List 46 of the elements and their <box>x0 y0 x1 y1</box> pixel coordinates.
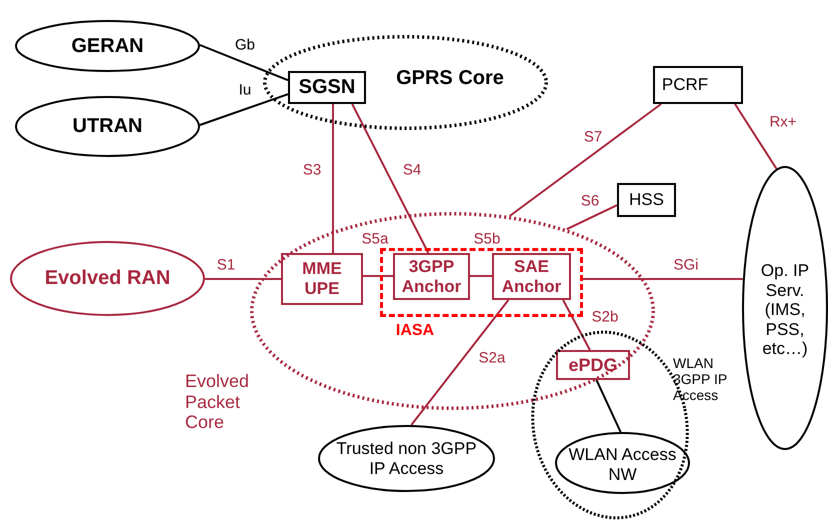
connector-line <box>566 204 618 230</box>
connector-line <box>583 278 743 280</box>
node-label: GERAN <box>71 34 144 58</box>
node-box <box>393 253 470 300</box>
connector-line <box>509 103 662 217</box>
node-label: ePDG <box>568 354 618 376</box>
node-label: HSS <box>629 190 664 210</box>
connector-line <box>410 299 510 426</box>
connector-line <box>351 104 430 254</box>
node-label: WLAN Access NW <box>568 445 678 485</box>
domain-ellipse <box>263 35 548 130</box>
connector-line <box>470 275 492 277</box>
node-label: Evolved Packet Core <box>185 370 250 434</box>
node-label: WLAN 3GPP IP Access <box>673 354 728 404</box>
node-box <box>617 183 676 217</box>
connector-line <box>596 380 622 432</box>
connector-line <box>562 300 591 350</box>
connector-line <box>332 104 334 253</box>
node-label: GPRS Core <box>396 66 504 90</box>
network-ellipse <box>318 425 495 492</box>
network-ellipse <box>15 20 200 72</box>
connector-line <box>363 275 393 277</box>
node-box <box>281 253 363 305</box>
network-ellipse <box>15 96 200 157</box>
network-ellipse <box>10 241 205 316</box>
node-label: PCRF <box>662 75 708 95</box>
node-box <box>288 71 366 104</box>
node-label: MME UPE <box>301 259 343 299</box>
network-ellipse <box>555 432 690 494</box>
node-label: UTRAN <box>72 115 142 138</box>
network-ellipse <box>742 166 828 450</box>
node-box <box>492 253 571 300</box>
node-label: Evolved RAN <box>44 267 170 290</box>
connector-line <box>734 103 778 170</box>
node-label: SAE Anchor <box>500 256 562 296</box>
connector-line <box>200 93 288 126</box>
node-label: 3GPP Anchor <box>400 256 462 296</box>
connector-line <box>200 44 288 82</box>
node-label: Op. IP Serv. (IMS, PSS, etc…) <box>760 261 810 359</box>
node-label: IASA <box>396 322 434 340</box>
node-label: Trusted non 3GPP IP Access <box>335 439 478 479</box>
connector-line <box>205 278 281 280</box>
edge-label: S7 <box>582 128 604 146</box>
node-label: SGSN <box>298 76 356 99</box>
node-box <box>556 350 630 380</box>
node-box <box>653 66 743 104</box>
